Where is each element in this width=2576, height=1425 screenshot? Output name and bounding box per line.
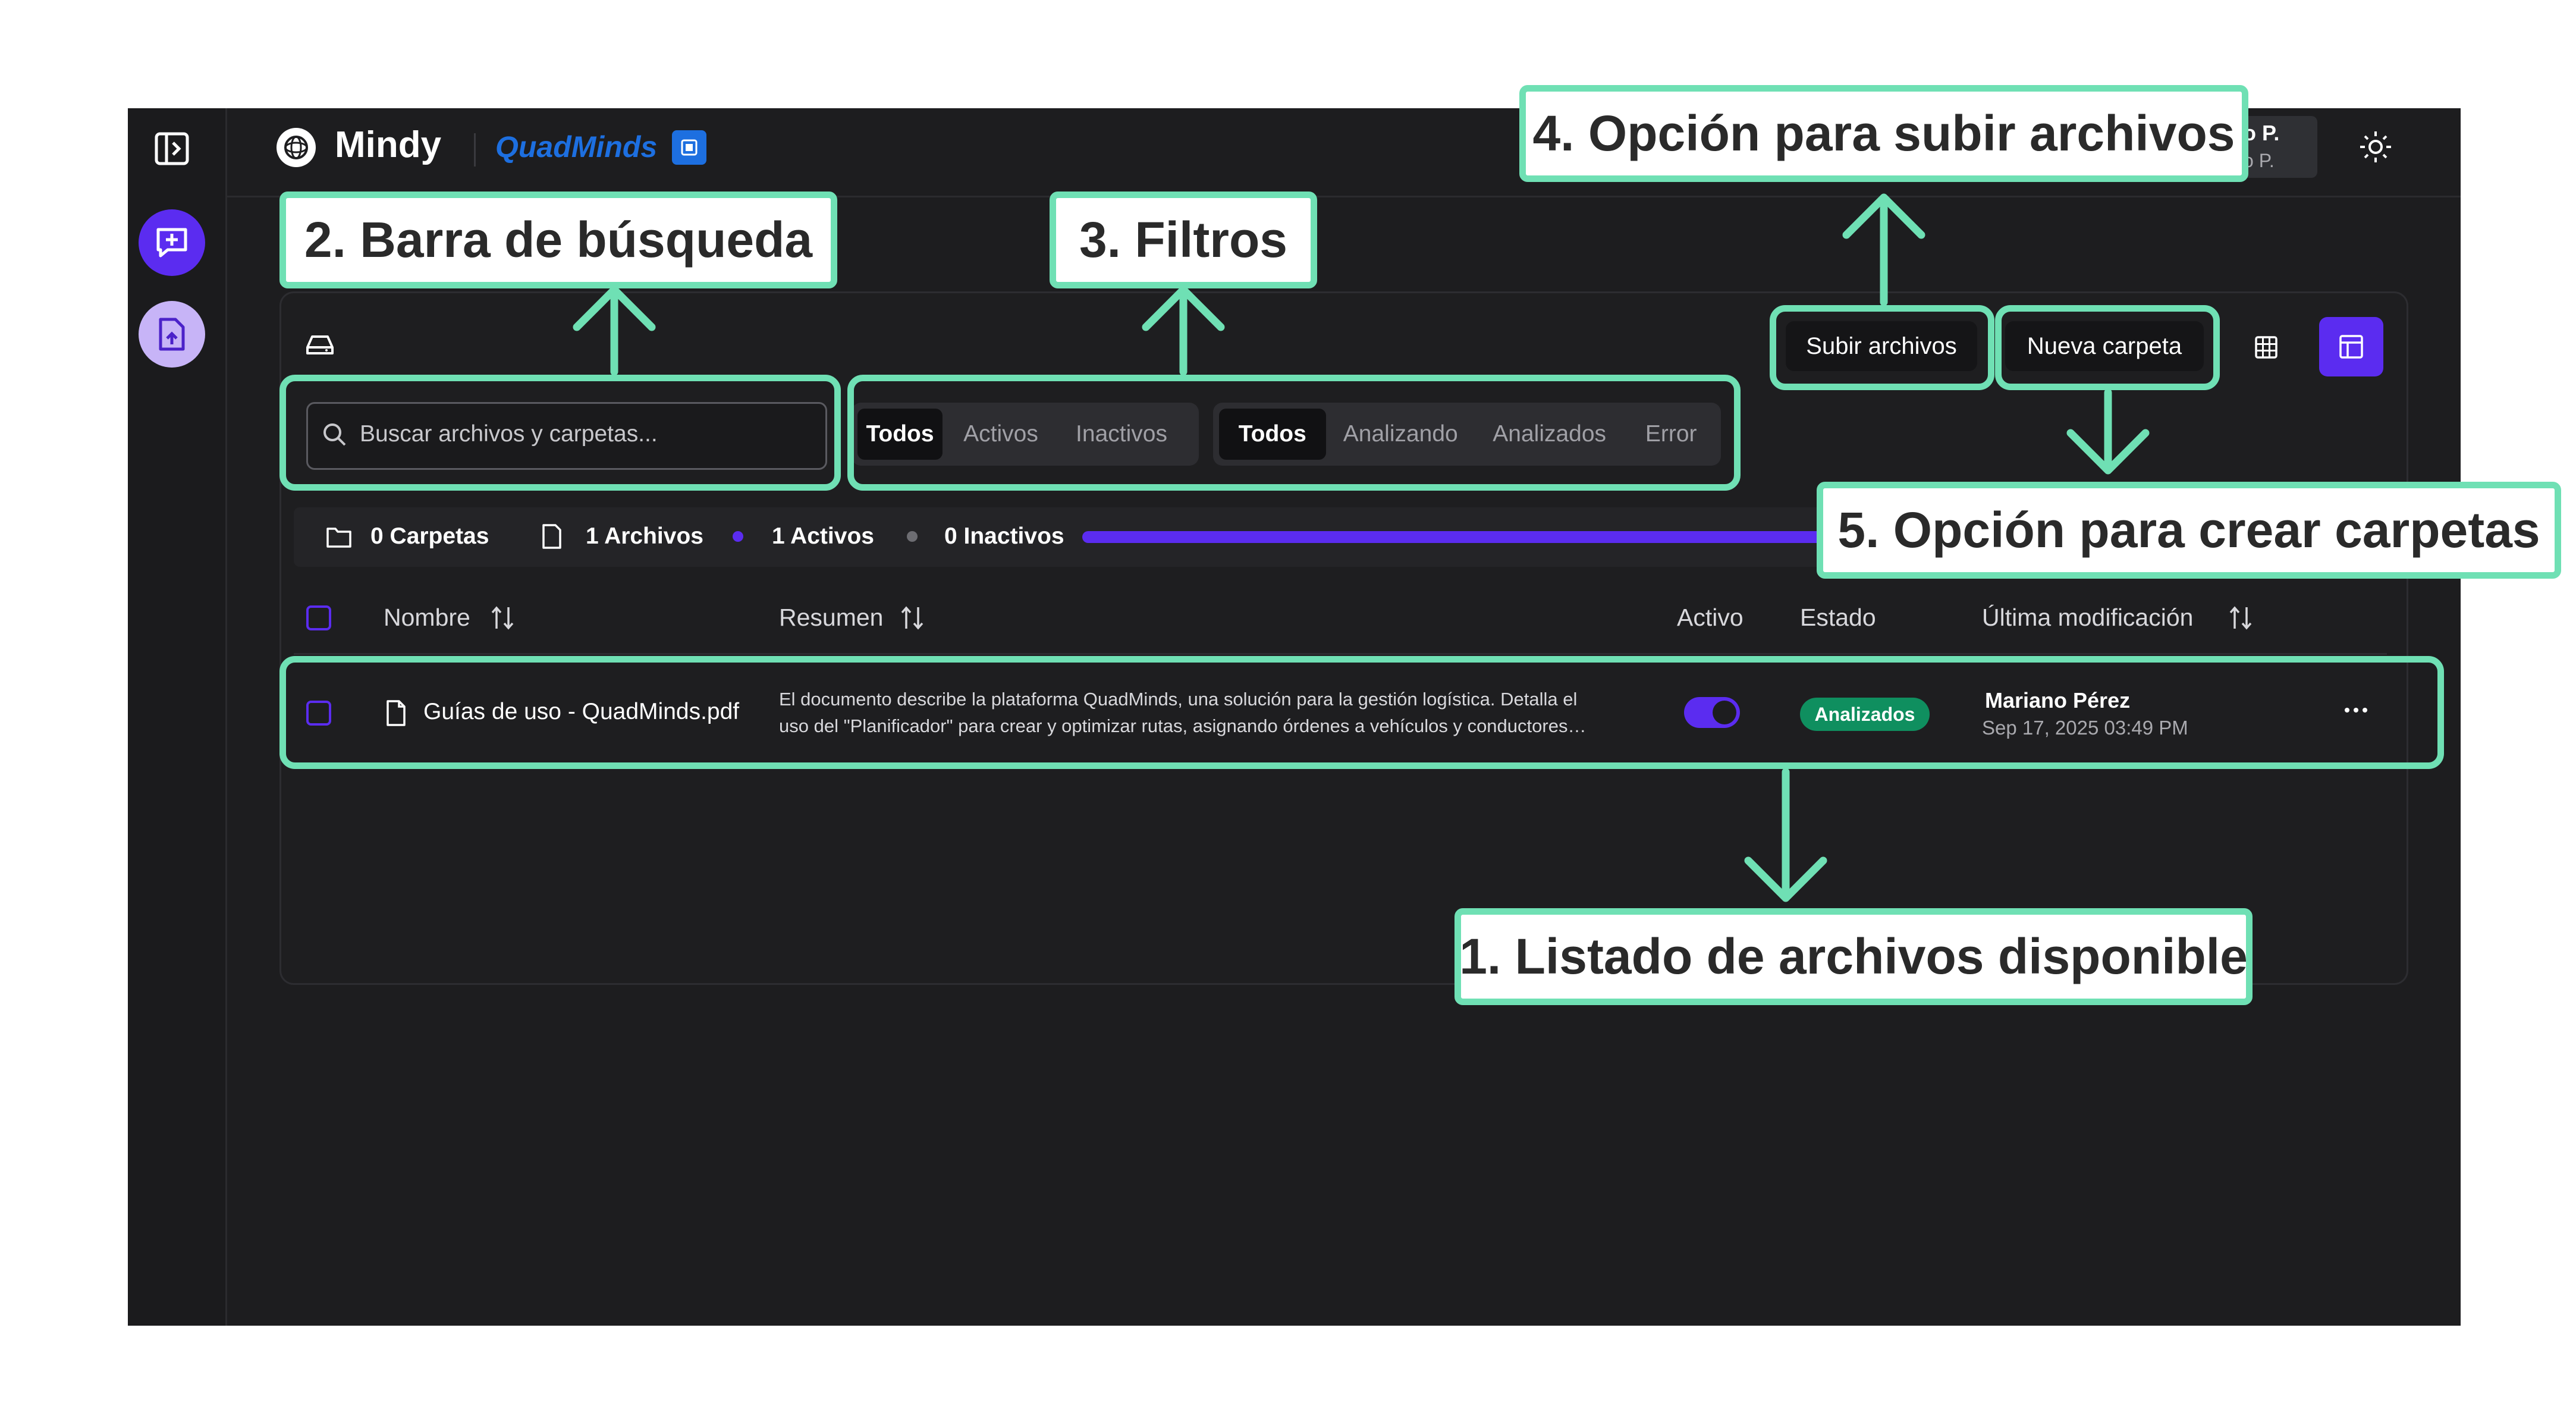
grid-view-icon[interactable]: [2249, 330, 2283, 365]
new-folder-button[interactable]: Nueva carpeta: [2005, 321, 2204, 371]
upload-files-button[interactable]: Subir archivos: [1786, 321, 1977, 371]
highlight-upload: [1770, 305, 1994, 390]
stat-files: 1 Archivos: [586, 523, 703, 549]
status-badge: Analizados: [1800, 698, 1930, 731]
theme-sun-icon[interactable]: [2358, 129, 2393, 165]
user-name: o P.: [2243, 121, 2280, 145]
filter-analysis-analyzing[interactable]: Analizando: [1343, 421, 1458, 447]
inactive-dot: [907, 531, 918, 542]
new-chat-icon[interactable]: [139, 209, 205, 276]
active-dot: [733, 531, 743, 542]
callout-file-list: 1. Listado de archivos disponible: [1455, 908, 2253, 1005]
search-placeholder: Buscar archivos y carpetas...: [360, 421, 658, 447]
file-summary-line1: El documento describe la plataforma Quad…: [779, 689, 1578, 710]
search-icon: [321, 421, 347, 447]
header-name[interactable]: Nombre: [384, 604, 470, 631]
filter-status-all[interactable]: Todos: [857, 409, 943, 460]
stat-folders: 0 Carpetas: [370, 523, 489, 549]
header-modified[interactable]: Última modificación: [1982, 604, 2194, 631]
header-divider: [294, 653, 2387, 655]
toggle-knob: [1713, 701, 1736, 724]
filter-status-active[interactable]: Activos: [963, 421, 1038, 447]
active-ratio-bar: [1082, 531, 1837, 543]
header-summary[interactable]: Resumen: [779, 604, 884, 631]
filter-analysis-analyzed[interactable]: Analizados: [1493, 421, 1607, 447]
callout-upload: 4. Opción para subir archivos: [1519, 85, 2248, 182]
upload-files-label: Subir archivos: [1806, 332, 1957, 359]
filter-status-inactive[interactable]: Inactivos: [1076, 421, 1167, 447]
mindy-logo-icon: [277, 128, 316, 167]
upload-file-icon[interactable]: [139, 301, 205, 368]
folder-icon: [326, 526, 352, 548]
search-input[interactable]: [306, 402, 827, 470]
app-name: Mindy: [335, 124, 442, 165]
highlight-filters: [847, 375, 1741, 491]
select-all-checkbox[interactable]: [306, 605, 331, 630]
highlight-file-row: [279, 656, 2444, 769]
filter-analysis-all[interactable]: Todos: [1219, 409, 1326, 460]
table-view-icon[interactable]: [2319, 317, 2383, 376]
highlight-search: [279, 375, 841, 491]
sort-icon[interactable]: [2229, 605, 2253, 631]
header-active: Activo: [1677, 604, 1743, 631]
modified-by: Mariano Pérez: [1985, 688, 2131, 712]
topbar-divider: [474, 133, 476, 167]
partner-ai-icon: [672, 130, 706, 165]
file-summary-line2: uso del "Planificador" para crear y opti…: [779, 715, 1587, 736]
sort-icon[interactable]: [900, 605, 924, 631]
top-bar: [227, 108, 2461, 197]
row-checkbox[interactable]: [306, 701, 331, 726]
drive-icon: [305, 333, 335, 357]
highlight-new-folder: [1995, 305, 2220, 390]
active-toggle[interactable]: [1684, 697, 1740, 728]
pdf-file-icon: [385, 699, 407, 727]
file-icon: [541, 523, 563, 550]
analysis-filter-group: Todos Analizando Analizados Error: [1213, 403, 1721, 466]
stat-active: 1 Activos: [772, 523, 874, 549]
sidebar-toggle-icon[interactable]: [155, 132, 189, 165]
callout-filters: 3. Filtros: [1050, 192, 1317, 288]
status-filter-group: Todos Activos Inactivos: [852, 403, 1199, 466]
modified-at: Sep 17, 2025 03:49 PM: [1982, 717, 2188, 739]
filter-analysis-error[interactable]: Error: [1645, 421, 1697, 447]
sort-icon[interactable]: [491, 605, 514, 631]
callout-search: 2. Barra de búsqueda: [279, 192, 837, 288]
more-icon[interactable]: [2343, 706, 2369, 714]
header-status: Estado: [1800, 604, 1876, 631]
partner-logo: QuadMinds: [495, 130, 658, 164]
callout-new-folder: 5. Opción para crear carpetas: [1817, 482, 2561, 579]
new-folder-label: Nueva carpeta: [2027, 332, 2182, 359]
file-name[interactable]: Guías de uso - QuadMinds.pdf: [423, 699, 740, 724]
stat-inactive: 0 Inactivos: [944, 523, 1064, 549]
